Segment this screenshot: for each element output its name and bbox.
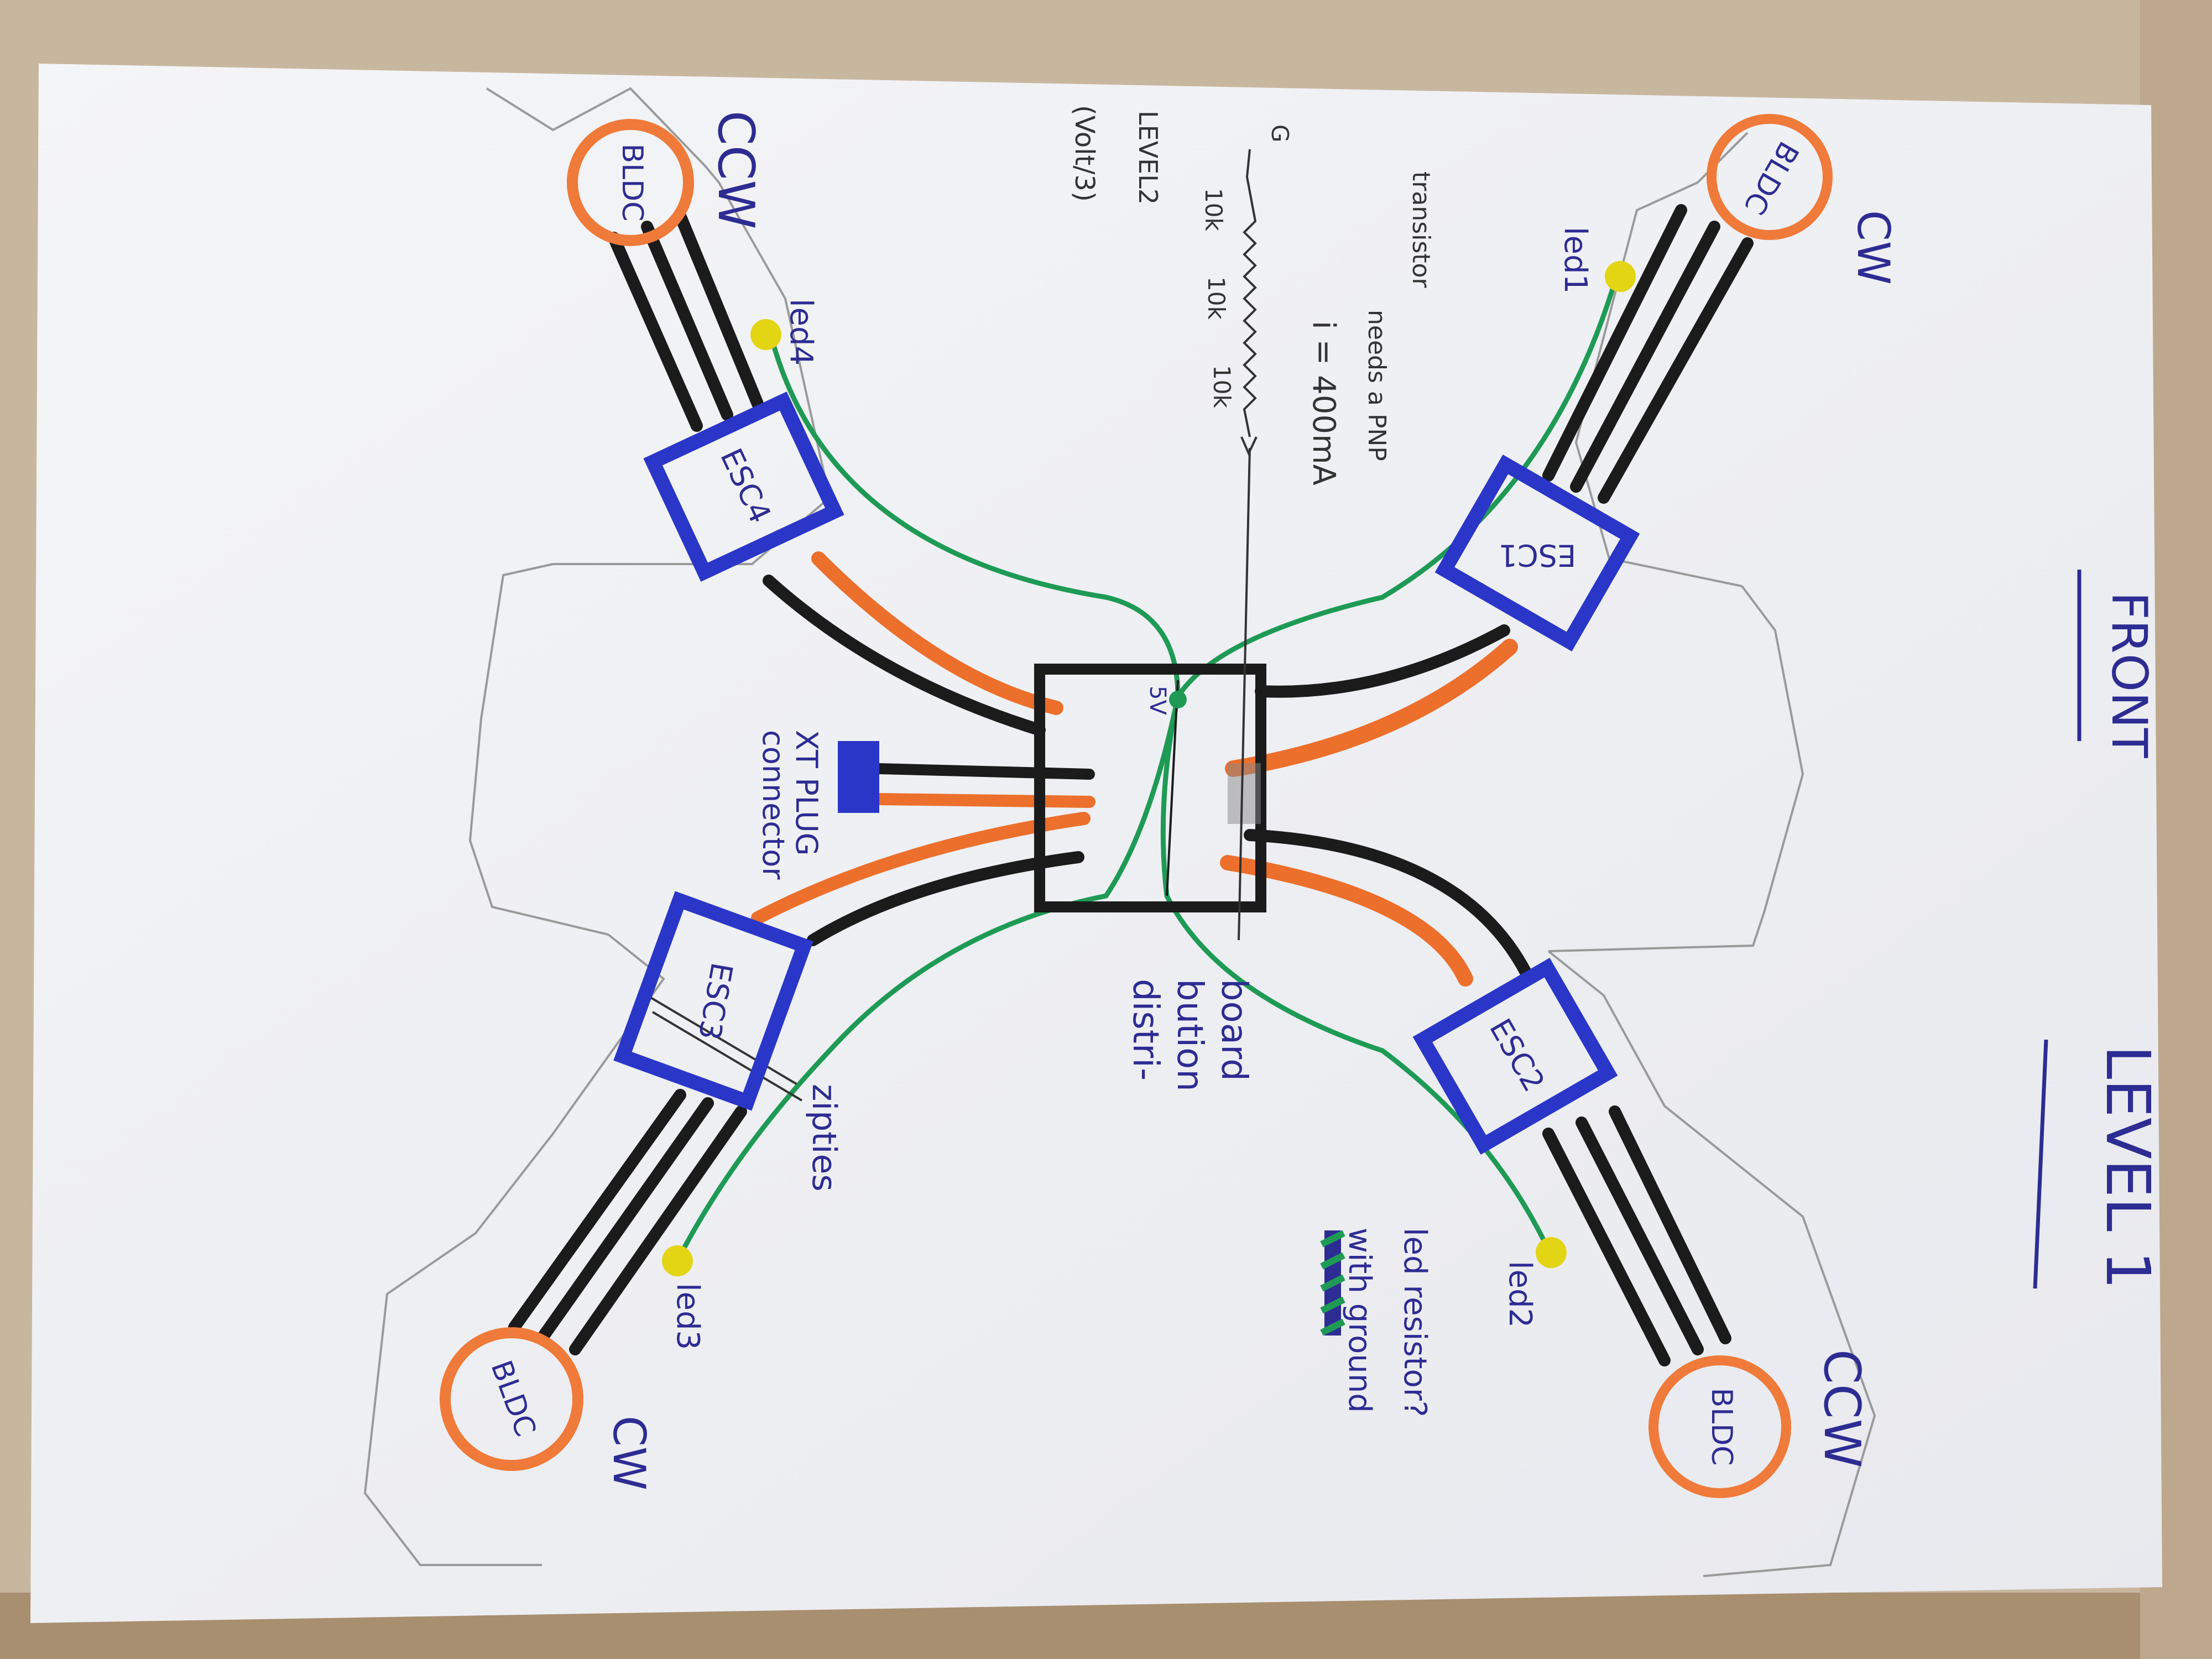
direction-top-left: CCW — [707, 111, 765, 229]
board-label-line3: board — [1213, 979, 1254, 1081]
resistor-value-3: 10k — [1208, 365, 1235, 408]
resistor-chain — [1243, 149, 1257, 437]
xt-connector — [838, 741, 879, 813]
legend-line1: with ground — [1342, 1228, 1378, 1413]
voltage-divider-arrow — [1238, 436, 1258, 941]
volt-note: (Volt/3) — [1069, 105, 1100, 202]
current-note: i = 400mA — [1306, 321, 1342, 486]
connector-label: XT PLUG connector — [756, 730, 824, 880]
legend-line2: led resistor? — [1397, 1228, 1433, 1417]
level2-note: LEVEL2 — [1133, 111, 1163, 205]
led-label-4: led4 — [783, 299, 819, 366]
direction-top-right: CW — [1848, 210, 1899, 285]
direction-bottom-left: CW — [603, 1416, 655, 1490]
led-wires — [677, 279, 1618, 1258]
front-label-group: FRONT — [2077, 570, 2158, 759]
resistor-value-2: 10k — [1203, 276, 1230, 320]
five-volt-label: 5V — [1145, 686, 1170, 715]
motor-top-left: BLDC — [567, 119, 694, 246]
connector-label-line1: XT PLUG — [789, 730, 824, 856]
title-group: LEVEL 1 — [2033, 1039, 2163, 1290]
led-label-3: led3 — [670, 1283, 706, 1350]
power-wires — [751, 551, 1532, 987]
board-label: distri- bution board — [1125, 979, 1254, 1092]
motor-bottom-right: BLDC — [1648, 1355, 1791, 1498]
board-label-line1: distri- — [1125, 979, 1166, 1081]
ground-note: G — [1266, 124, 1293, 143]
board-label-line2: bution — [1169, 979, 1210, 1092]
zipties-lines — [646, 994, 803, 1102]
resistor-value-1: 10k — [1200, 188, 1227, 231]
resistor-notes: (Volt/3) LEVEL2 10k 10k 10k G i = 400mA … — [1069, 105, 1435, 486]
distribution-board — [1034, 664, 1266, 912]
page-title: LEVEL 1 — [2093, 1045, 2163, 1290]
motor-label: BLDC — [1705, 1388, 1738, 1466]
led-label-1: led1 — [1557, 227, 1593, 294]
esc-1: ESC1 — [1434, 454, 1640, 652]
connector-label-line2: connector — [756, 730, 791, 880]
legend-label: with ground led resistor? — [1342, 1228, 1433, 1417]
front-label: FRONT — [2101, 592, 2158, 759]
pnp-note-line1: needs a PNP — [1363, 310, 1391, 461]
motor-label: BLDC — [615, 144, 649, 222]
motor-wires — [508, 204, 1754, 1366]
esc-label: ESC1 — [1499, 538, 1576, 572]
pnp-note-line2: transistor — [1407, 171, 1435, 288]
legend-swatch — [1320, 1230, 1345, 1336]
led-label-2: led2 — [1502, 1261, 1538, 1328]
leds — [662, 261, 1636, 1276]
zipties-label: zipties — [805, 1084, 843, 1192]
direction-bottom-right: CCW — [1813, 1349, 1871, 1468]
